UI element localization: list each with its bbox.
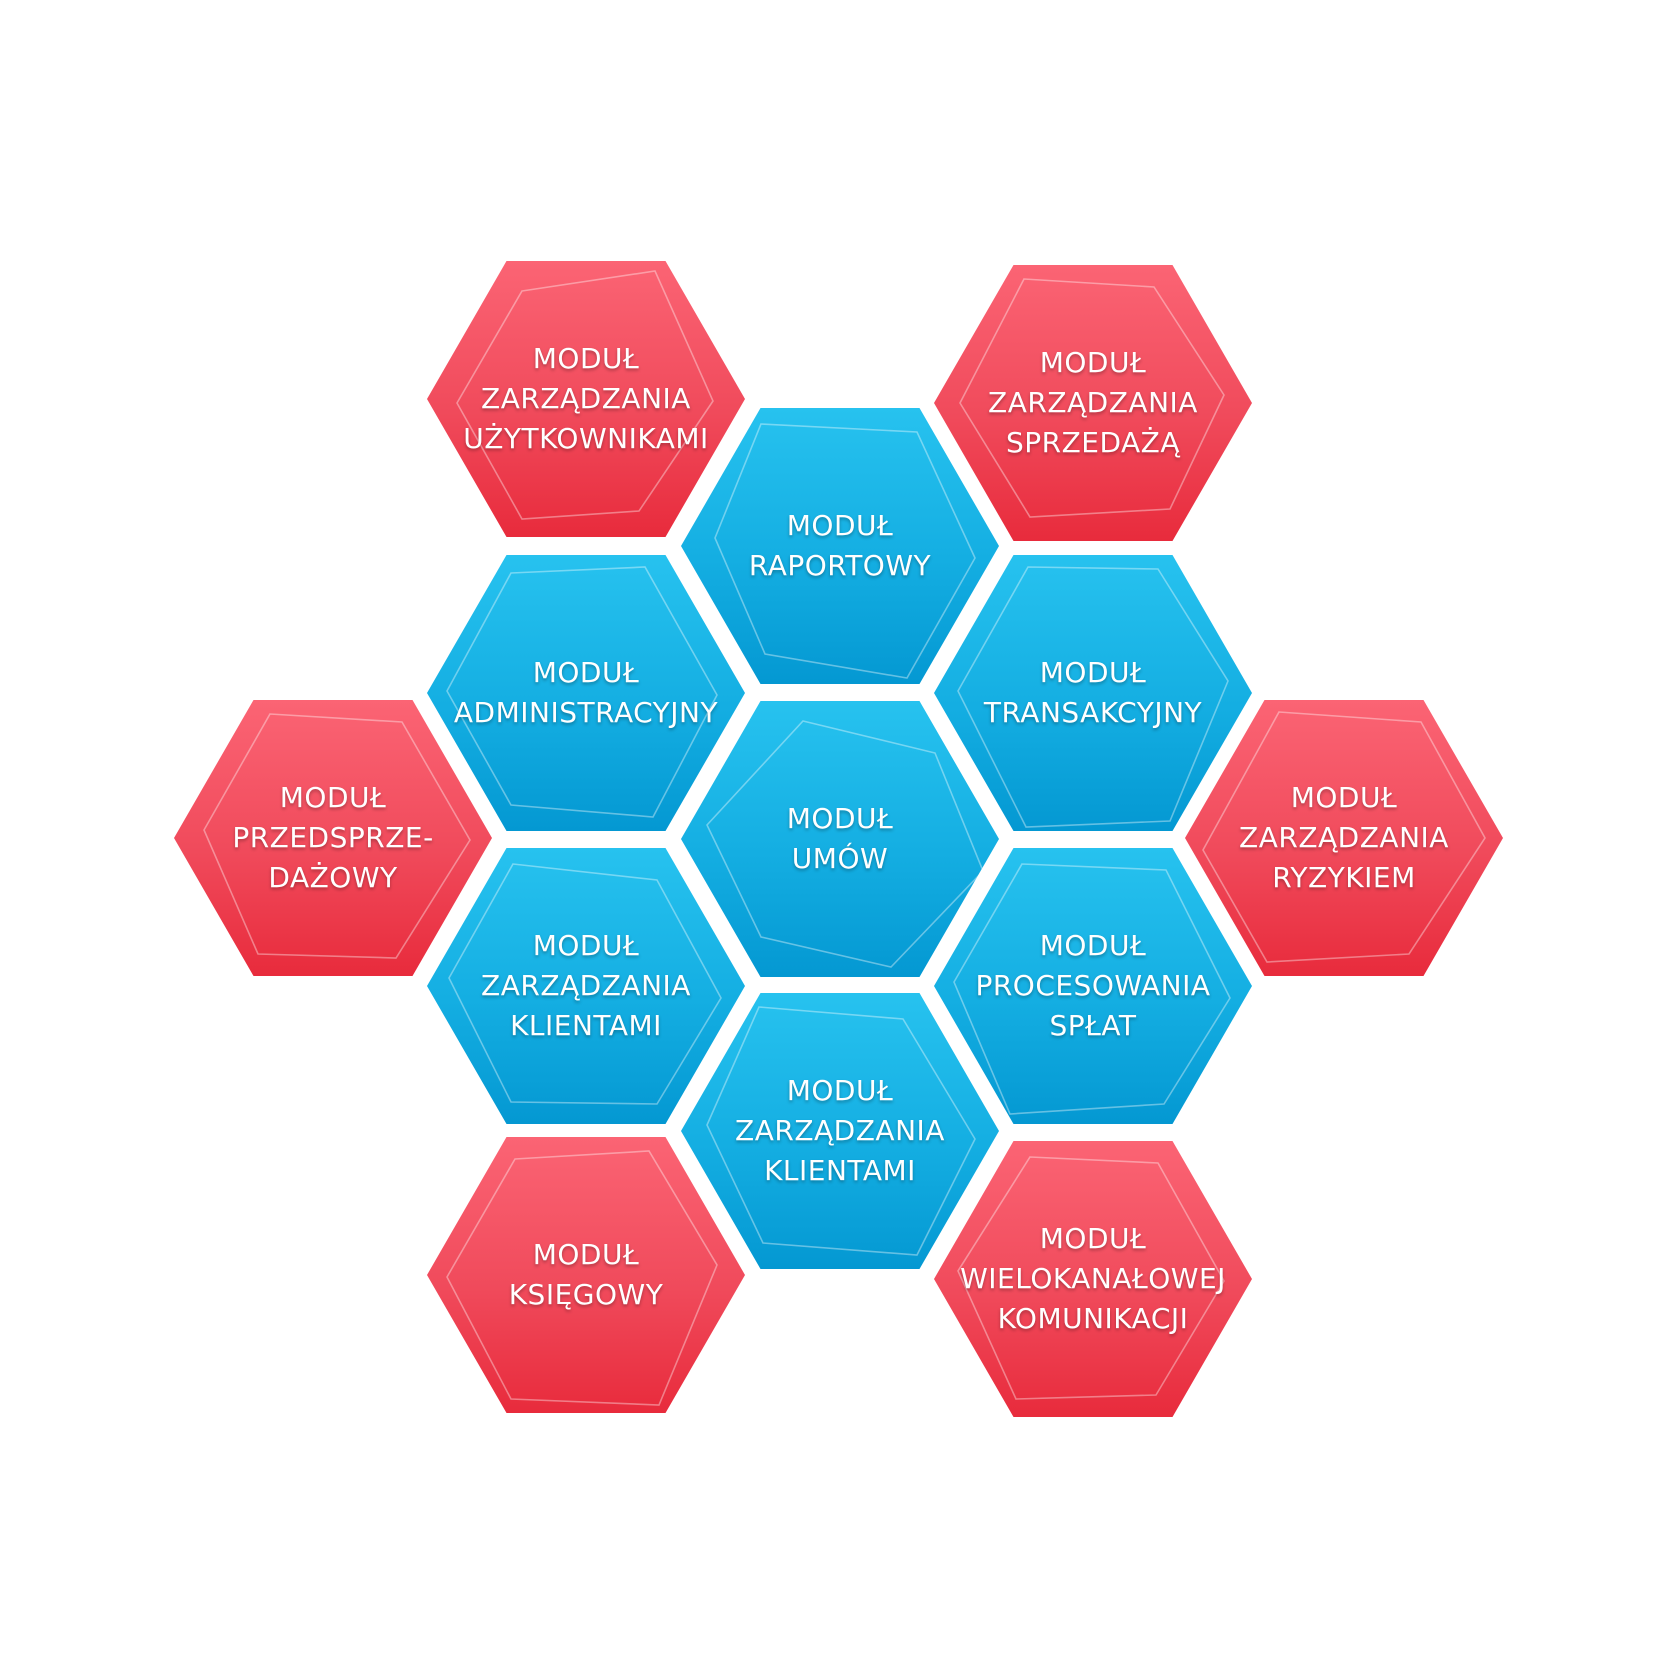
hex-module-wielokanalowej-komunikacji: MODUŁ WIELOKANAŁOWEJ KOMUNIKACJI <box>934 1141 1252 1417</box>
hex-module-zarzadzania-klientami-left: MODUŁ ZARZĄDZANIA KLIENTAMI <box>427 848 745 1124</box>
label-line: MODUŁ <box>786 509 894 542</box>
label-line: KOMUNIKACJI <box>997 1302 1189 1335</box>
module-label: MODUŁ PROCESOWANIA SPŁAT <box>975 926 1210 1046</box>
label-line: DAŻOWY <box>268 861 398 894</box>
label-line: PRZEDSPRZE- <box>232 821 434 854</box>
hex-module-transakcyjny: MODUŁ TRANSAKCYJNY <box>934 555 1252 831</box>
hex-module-zarzadzania-uzytkownikami: MODUŁ ZARZĄDZANIA UŻYTKOWNIKAMI <box>427 261 745 537</box>
module-label: MODUŁ PRZEDSPRZE- DAŻOWY <box>232 778 433 898</box>
hex-module-administracyjny: MODUŁ ADMINISTRACYJNY <box>427 555 745 831</box>
label-line: ZARZĄDZANIA <box>481 382 691 415</box>
label-line: ADMINISTRACYJNY <box>453 696 719 729</box>
label-line: MODUŁ <box>532 656 640 689</box>
label-line: SPRZEDAŻĄ <box>1005 426 1181 459</box>
hex-module-procesowania-splat: MODUŁ PROCESOWANIA SPŁAT <box>934 848 1252 1124</box>
label-line: MODUŁ <box>279 781 387 814</box>
label-line: UŻYTKOWNIKAMI <box>463 422 709 455</box>
label-line: MODUŁ <box>786 802 894 835</box>
module-label: MODUŁ ZARZĄDZANIA KLIENTAMI <box>481 926 691 1046</box>
label-line: PROCESOWANIA <box>975 969 1211 1002</box>
hex-module-zarzadzania-ryzykiem: MODUŁ ZARZĄDZANIA RYZYKIEM <box>1185 700 1503 976</box>
label-line: MODUŁ <box>1039 1222 1147 1255</box>
label-line: KLIENTAMI <box>764 1154 916 1187</box>
label-line: MODUŁ <box>532 1238 640 1271</box>
module-label: MODUŁ TRANSAKCYJNY <box>984 653 1202 733</box>
hex-module-ksiegowy: MODUŁ KSIĘGOWY <box>427 1137 745 1413</box>
label-line: MODUŁ <box>1290 781 1398 814</box>
label-line: RAPORTOWY <box>748 549 932 582</box>
label-line: MODUŁ <box>1039 929 1147 962</box>
label-line: SPŁAT <box>1049 1009 1137 1042</box>
label-line: KLIENTAMI <box>510 1009 662 1042</box>
label-line: ZARZĄDZANIA <box>988 386 1198 419</box>
label-line: ZARZĄDZANIA <box>481 969 691 1002</box>
hex-module-zarzadzania-klientami-bottom: MODUŁ ZARZĄDZANIA KLIENTAMI <box>681 993 999 1269</box>
label-line: RYZYKIEM <box>1272 861 1416 894</box>
hex-module-zarzadzania-sprzedaza: MODUŁ ZARZĄDZANIA SPRZEDAŻĄ <box>934 265 1252 541</box>
label-line: KSIĘGOWY <box>508 1278 664 1311</box>
module-label: MODUŁ ZARZĄDZANIA UŻYTKOWNIKAMI <box>463 339 709 459</box>
label-line: WIELOKANAŁOWEJ <box>960 1262 1226 1295</box>
hex-module-raportowy: MODUŁ RAPORTOWY <box>681 408 999 684</box>
module-label: MODUŁ ZARZĄDZANIA SPRZEDAŻĄ <box>988 343 1198 463</box>
label-line: TRANSAKCYJNY <box>983 696 1203 729</box>
label-line: MODUŁ <box>786 1074 894 1107</box>
module-label: MODUŁ ZARZĄDZANIA KLIENTAMI <box>735 1071 945 1191</box>
module-label: MODUŁ WIELOKANAŁOWEJ KOMUNIKACJI <box>960 1219 1226 1339</box>
label-line: MODUŁ <box>1039 656 1147 689</box>
hex-module-przedsprzedazowy: MODUŁ PRZEDSPRZE- DAŻOWY <box>174 700 492 976</box>
module-label: MODUŁ UMÓW <box>787 799 894 879</box>
label-line: ZARZĄDZANIA <box>735 1114 945 1147</box>
label-line: MODUŁ <box>1039 346 1147 379</box>
module-label: MODUŁ ZARZĄDZANIA RYZYKIEM <box>1239 778 1449 898</box>
label-line: UMÓW <box>791 842 889 875</box>
label-line: MODUŁ <box>532 929 640 962</box>
label-line: ZARZĄDZANIA <box>1239 821 1449 854</box>
module-label: MODUŁ RAPORTOWY <box>749 506 931 586</box>
module-label: MODUŁ KSIĘGOWY <box>509 1235 664 1315</box>
hex-module-umow: MODUŁ UMÓW <box>681 701 999 977</box>
module-label: MODUŁ ADMINISTRACYJNY <box>454 653 718 733</box>
label-line: MODUŁ <box>532 342 640 375</box>
